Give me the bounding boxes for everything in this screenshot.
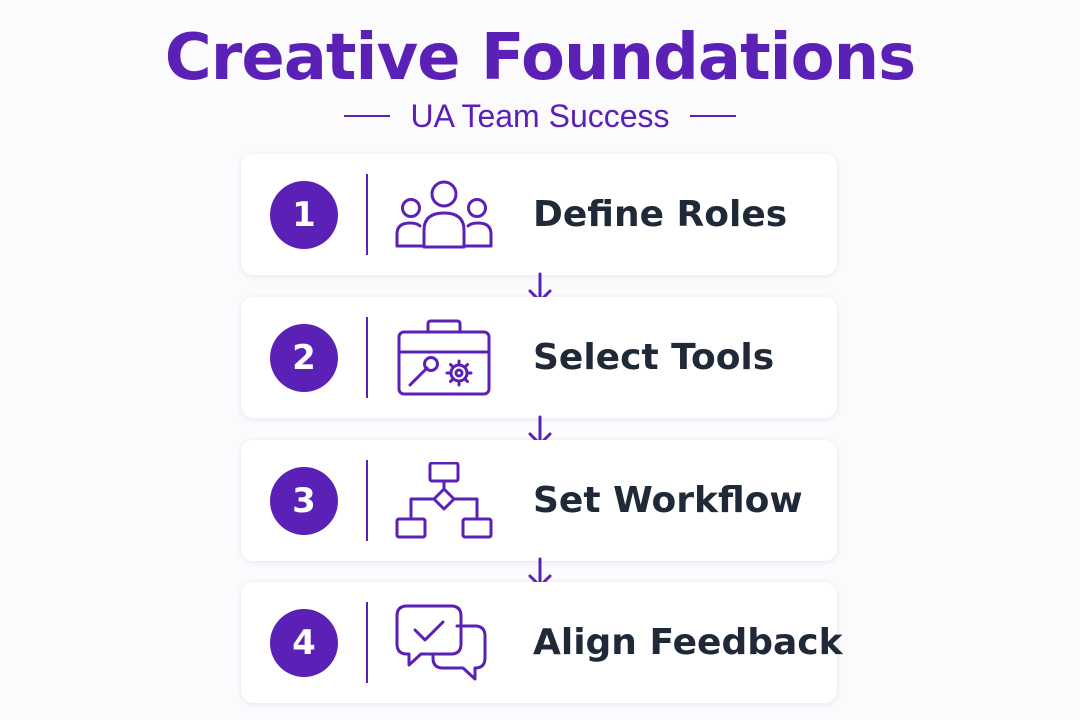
step-number-badge: 2 [270,324,338,392]
step-card-set-workflow: 3 Set Workflow [241,440,837,561]
step-number-badge: 4 [270,609,338,677]
page-title: Creative Foundations [164,21,916,95]
step-divider [366,602,368,683]
subtitle-left-rule [344,115,391,117]
step-label: Set Workflow [533,480,803,521]
step-card-align-feedback: 4 Align Feedback [241,582,843,703]
subtitle-row: UA Team Success [0,96,1080,136]
subtitle-right-rule [689,115,736,117]
toolbox-icon [397,319,491,396]
flowchart-icon [395,462,493,539]
step-label: Select Tools [533,337,775,378]
step-card-define-roles: 1 Define Roles [241,154,837,275]
step-number-badge: 1 [270,181,338,249]
step-label: Define Roles [533,194,788,235]
step-divider [366,174,368,255]
step-number-badge: 3 [270,467,338,535]
chat-check-icon [395,604,487,681]
step-divider [366,460,368,541]
step-card-select-tools: 2 Select Tools [241,297,837,418]
team-icon [395,180,493,249]
step-divider [366,317,368,398]
step-label: Align Feedback [533,622,843,663]
page-subtitle: UA Team Success [410,97,670,134]
